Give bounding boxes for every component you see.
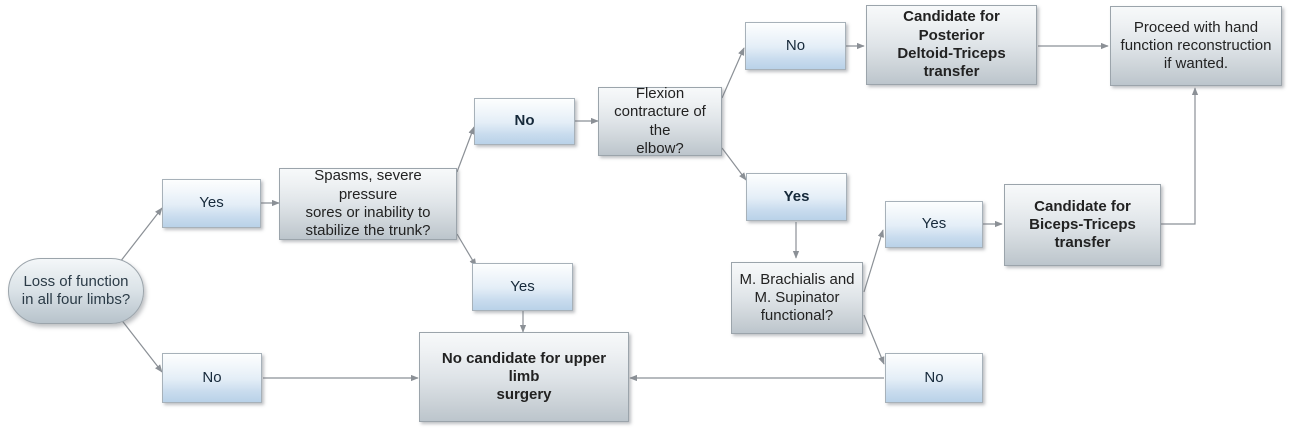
node-flexion-question-label: Flexion contracture of the elbow? <box>614 84 706 157</box>
node-flexion-no[interactable]: No <box>745 22 846 70</box>
node-flexion-question[interactable]: Flexion contracture of the elbow? <box>598 84 722 157</box>
node-no-candidate-upper-limb-label: No candidate for upper limb surgery <box>441 349 607 404</box>
node-start-label: Loss of function in all four limbs? <box>21 272 131 308</box>
node-proceed-hand-reconstruction-label: Proceed with hand function reconstructio… <box>1120 18 1272 73</box>
node-biceps-triceps-transfer-label: Candidate for Biceps-Triceps transfer <box>1029 197 1136 252</box>
node-biceps-triceps-transfer[interactable]: Candidate for Biceps-Triceps transfer <box>1004 184 1161 266</box>
node-proceed-hand-reconstruction[interactable]: Proceed with hand function reconstructio… <box>1110 6 1282 86</box>
node-spasms-yes[interactable]: Yes <box>472 263 573 311</box>
edge-spasms-to-no <box>456 126 475 173</box>
node-brachialis-no[interactable]: No <box>885 353 983 403</box>
node-brachialis-supinator-question-label: M. Brachialis and M. Supinator functiona… <box>739 270 855 325</box>
node-brachialis-supinator-question[interactable]: M. Brachialis and M. Supinator functiona… <box>731 262 863 334</box>
edge-flexion-to-no <box>721 47 745 99</box>
node-brachialis-no-label: No <box>924 368 944 386</box>
node-no-four-limbs-label: No <box>202 368 222 386</box>
node-posterior-deltoid-triceps-label: Candidate for Posterior Deltoid-Triceps … <box>897 8 1006 81</box>
edge-brachialis-to-no <box>863 314 885 365</box>
node-spasms-no[interactable]: No <box>474 98 575 145</box>
edge-flexion-to-yes <box>721 147 747 181</box>
edge-start-to-no1 <box>119 317 163 373</box>
node-brachialis-yes-label: Yes <box>921 215 947 233</box>
node-spasms-question[interactable]: Spasms, severe pressure sores or inabili… <box>279 167 457 240</box>
node-flexion-yes[interactable]: Yes <box>746 173 847 221</box>
node-yes-four-limbs[interactable]: Yes <box>162 179 261 228</box>
node-start[interactable]: Loss of function in all four limbs? <box>8 258 144 324</box>
node-flexion-no-label: No <box>785 36 806 54</box>
edge-spasms-to-yes <box>456 233 477 267</box>
edge-biceps-to-proceed <box>1161 87 1199 225</box>
node-flexion-yes-label: Yes <box>783 187 810 205</box>
node-no-four-limbs[interactable]: No <box>162 353 262 403</box>
node-no-candidate-upper-limb[interactable]: No candidate for upper limb surgery <box>419 332 629 422</box>
node-yes-four-limbs-label: Yes <box>199 194 224 212</box>
edge-start-to-yes1 <box>119 207 163 263</box>
node-spasms-no-label: No <box>514 112 535 130</box>
node-brachialis-yes[interactable]: Yes <box>885 201 983 248</box>
node-posterior-deltoid-triceps[interactable]: Candidate for Posterior Deltoid-Triceps … <box>866 5 1037 85</box>
edge-brachialis-to-yes <box>863 229 884 293</box>
node-spasms-yes-label: Yes <box>510 277 535 295</box>
node-spasms-question-label: Spasms, severe pressure sores or inabili… <box>305 167 431 240</box>
